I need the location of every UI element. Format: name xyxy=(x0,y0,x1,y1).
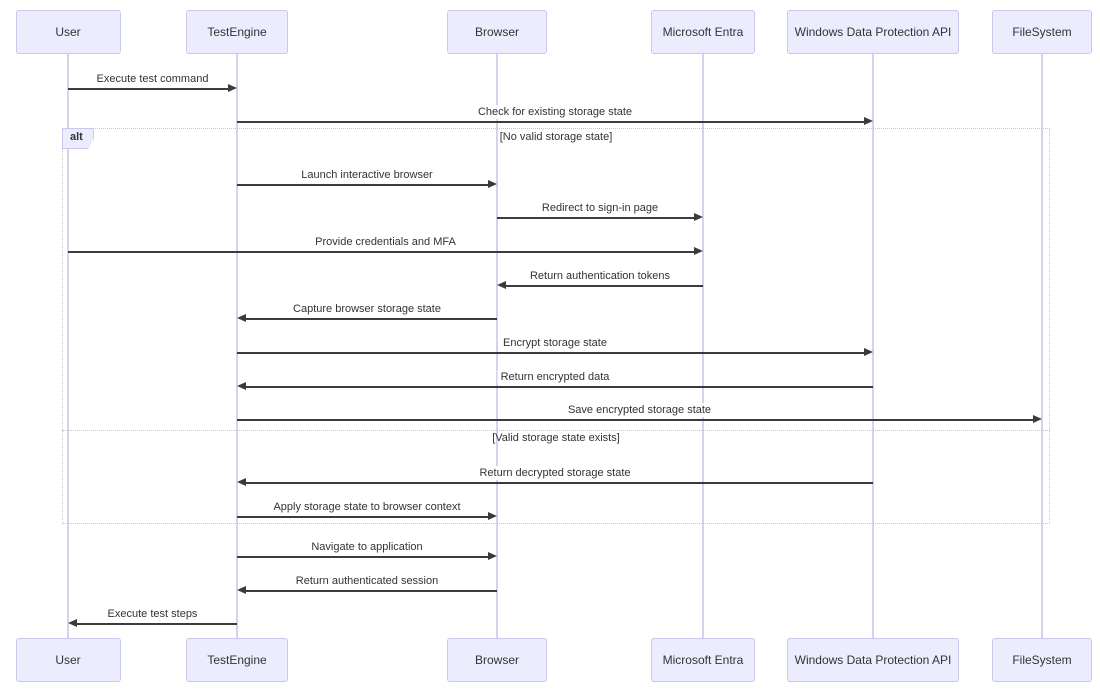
lifeline-filesystem xyxy=(1041,54,1043,638)
message-line xyxy=(237,184,489,186)
participant-label-user: User xyxy=(55,25,81,39)
participant-top-browser: Browser xyxy=(447,10,547,54)
arrow-head-icon xyxy=(488,552,497,560)
message-label: Return decrypted storage state xyxy=(476,466,634,480)
message-line xyxy=(505,285,703,287)
message-label: Return authentication tokens xyxy=(526,269,674,283)
participant-label-filesystem: FileSystem xyxy=(1012,25,1072,39)
participant-label-testengine: TestEngine xyxy=(207,25,267,39)
message-label: Execute test command xyxy=(93,72,212,86)
arrow-head-icon xyxy=(237,586,246,594)
participant-top-entra: Microsoft Entra xyxy=(651,10,755,54)
lifeline-user xyxy=(67,54,69,638)
participant-bottom-entra: Microsoft Entra xyxy=(651,638,755,682)
arrow-head-icon xyxy=(68,619,77,627)
arrow-head-icon xyxy=(237,382,246,390)
message-line xyxy=(237,419,1034,421)
arrow-head-icon xyxy=(488,180,497,188)
message-label: Return encrypted data xyxy=(497,370,613,384)
message-line xyxy=(76,623,237,625)
lifeline-browser xyxy=(496,54,498,638)
alt-condition-label: [No valid storage state] xyxy=(499,131,613,143)
arrow-head-icon xyxy=(228,84,237,92)
alt-else-divider xyxy=(62,430,1050,431)
arrow-head-icon xyxy=(237,314,246,322)
message-label: Return authenticated session xyxy=(292,574,442,588)
arrow-head-icon xyxy=(488,512,497,520)
alt-condition-label: [Valid storage state exists] xyxy=(492,432,620,444)
participant-bottom-wdpapi: Windows Data Protection API xyxy=(787,638,959,682)
participant-top-user: User xyxy=(15,10,121,54)
participant-label-filesystem: FileSystem xyxy=(1012,653,1072,667)
arrow-head-icon xyxy=(694,247,703,255)
message-line xyxy=(245,318,497,320)
participant-label-wdpapi: Windows Data Protection API xyxy=(794,25,952,39)
message-label: Check for existing storage state xyxy=(474,105,636,119)
participant-label-browser: Browser xyxy=(474,653,519,667)
message-label: Navigate to application xyxy=(308,540,426,554)
participant-label-browser: Browser xyxy=(474,25,519,39)
arrow-head-icon xyxy=(864,348,873,356)
participant-bottom-testengine: TestEngine xyxy=(186,638,288,682)
message-line xyxy=(68,88,229,90)
message-line xyxy=(237,352,865,354)
participant-label-user: User xyxy=(55,653,81,667)
arrow-head-icon xyxy=(864,117,873,125)
message-line xyxy=(245,386,873,388)
message-line xyxy=(497,217,695,219)
lifeline-wdpapi xyxy=(872,54,874,638)
message-label: Encrypt storage state xyxy=(500,336,610,350)
participant-label-entra: Microsoft Entra xyxy=(662,653,744,667)
arrow-head-icon xyxy=(237,478,246,486)
participant-top-filesystem: FileSystem xyxy=(992,10,1092,54)
message-label: Execute test steps xyxy=(104,607,201,621)
message-label: Redirect to sign-in page xyxy=(538,201,662,215)
message-label: Provide credentials and MFA xyxy=(312,235,459,249)
alt-frame xyxy=(62,128,1050,524)
alt-label: alt xyxy=(62,128,94,149)
message-line xyxy=(237,516,489,518)
message-line xyxy=(237,556,489,558)
participant-bottom-filesystem: FileSystem xyxy=(992,638,1092,682)
message-label: Capture browser storage state xyxy=(290,302,444,316)
message-line xyxy=(68,251,695,253)
participant-top-testengine: TestEngine xyxy=(186,10,288,54)
message-label: Launch interactive browser xyxy=(298,168,436,182)
message-line xyxy=(245,590,497,592)
message-line xyxy=(245,482,873,484)
arrow-head-icon xyxy=(1033,415,1042,423)
participant-label-entra: Microsoft Entra xyxy=(662,25,744,39)
lifeline-entra xyxy=(702,54,704,638)
participant-bottom-user: User xyxy=(15,638,121,682)
arrow-head-icon xyxy=(497,281,506,289)
participant-bottom-browser: Browser xyxy=(447,638,547,682)
participant-label-wdpapi: Windows Data Protection API xyxy=(794,653,952,667)
message-label: Save encrypted storage state xyxy=(564,403,715,417)
lifeline-testengine xyxy=(236,54,238,638)
message-line xyxy=(237,121,865,123)
participant-top-wdpapi: Windows Data Protection API xyxy=(787,10,959,54)
message-label: Apply storage state to browser context xyxy=(270,500,464,514)
participant-label-testengine: TestEngine xyxy=(207,653,267,667)
arrow-head-icon xyxy=(694,213,703,221)
